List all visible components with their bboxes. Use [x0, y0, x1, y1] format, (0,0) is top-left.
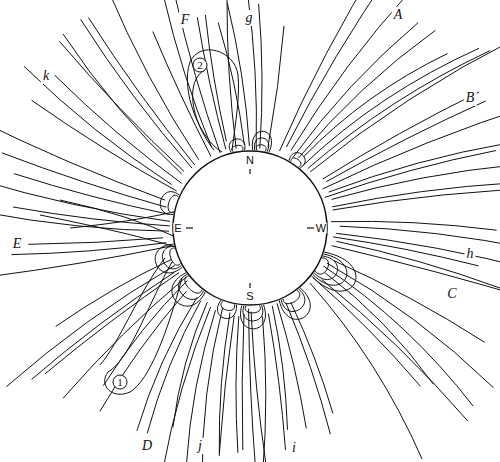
field-line	[105, 262, 182, 394]
field-line	[147, 301, 201, 434]
field-line	[236, 316, 239, 453]
field-line	[277, 303, 306, 428]
streamer-label: h	[465, 246, 476, 262]
field-line	[107, 0, 199, 160]
streamer-label: i	[290, 440, 298, 456]
field-line	[313, 278, 421, 387]
field-line	[323, 104, 500, 189]
field-line	[205, 15, 226, 141]
field-line	[40, 215, 185, 250]
field-line	[32, 272, 175, 379]
streamer-label: C	[445, 286, 458, 302]
streamer-label: D	[140, 438, 154, 454]
field-line	[323, 92, 479, 179]
field-line	[249, 309, 256, 462]
field-line	[241, 305, 266, 329]
field-line	[254, 138, 268, 152]
field-line	[325, 273, 434, 385]
field-line	[100, 258, 165, 365]
field-line	[268, 314, 285, 451]
field-line	[153, 32, 211, 157]
field-line	[291, 0, 412, 150]
field-line	[56, 259, 172, 326]
field-line	[256, 145, 266, 152]
streamer-label: A	[392, 7, 405, 23]
field-line	[340, 226, 500, 249]
field-line	[245, 305, 260, 313]
field-line	[242, 314, 244, 450]
streamer-label: F	[179, 12, 192, 28]
field-line	[332, 165, 500, 200]
field-line	[63, 277, 186, 398]
field-line	[327, 263, 493, 387]
field-line	[229, 139, 245, 152]
field-line	[280, 0, 381, 151]
field-line	[0, 213, 169, 232]
field-line	[331, 221, 497, 230]
limb-marker: N	[245, 155, 255, 166]
field-line	[304, 54, 448, 157]
field-line	[334, 261, 485, 343]
field-line	[0, 119, 165, 201]
field-line	[323, 266, 473, 406]
field-line	[243, 305, 263, 321]
streamer-label: B	[464, 90, 477, 106]
field-line	[202, 308, 223, 462]
field-line	[0, 179, 170, 221]
field-line	[332, 183, 500, 207]
field-line	[286, 303, 331, 434]
streamer-label: E	[11, 236, 24, 252]
field-line	[55, 75, 182, 183]
callout-number: 2	[193, 58, 208, 73]
field-line	[310, 283, 422, 459]
field-line	[2, 153, 167, 207]
limb-marker: W	[315, 223, 327, 234]
field-line	[219, 313, 230, 456]
field-line	[322, 280, 468, 421]
field-line	[259, 4, 262, 149]
limb-marker: S	[245, 291, 254, 302]
field-line	[286, 0, 392, 147]
limb-marker: E	[173, 223, 182, 234]
field-line	[325, 151, 496, 198]
callout-number: 1	[113, 375, 128, 390]
field-line	[326, 101, 486, 182]
field-line	[187, 50, 238, 152]
field-line	[336, 241, 500, 288]
field-line	[218, 23, 244, 146]
field-line	[28, 238, 163, 245]
streamer-label: j	[196, 438, 204, 454]
streamer-label: g	[244, 10, 255, 26]
field-line	[162, 307, 210, 462]
streamer-label: k	[41, 68, 51, 84]
field-line	[272, 306, 287, 430]
field-line	[329, 143, 500, 192]
field-line	[193, 70, 214, 150]
field-line	[303, 48, 479, 165]
field-line	[252, 131, 271, 152]
field-line	[332, 246, 500, 301]
field-line	[333, 188, 500, 210]
field-line	[14, 174, 169, 215]
field-line	[268, 26, 284, 147]
field-line	[137, 297, 197, 431]
field-line	[308, 51, 490, 169]
field-line	[298, 30, 435, 158]
solar-disk	[173, 151, 327, 305]
